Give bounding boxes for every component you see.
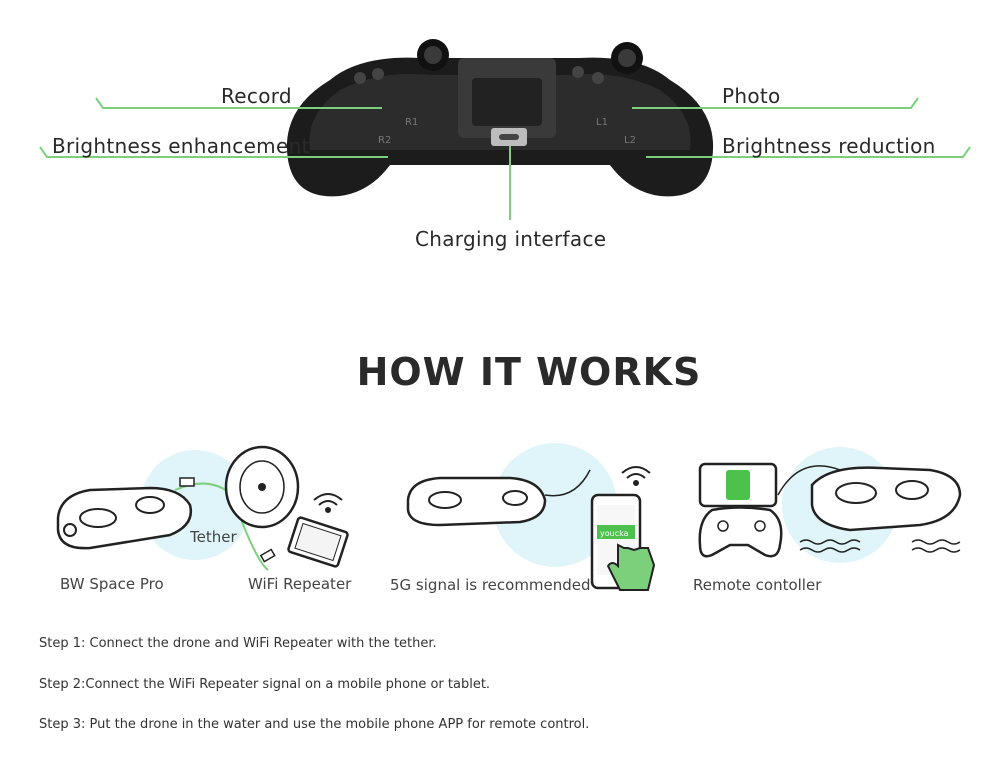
- app-brand-text: youcka: [600, 529, 629, 538]
- l1-mark: L1: [596, 117, 608, 128]
- l2-mark: L2: [624, 135, 636, 146]
- record-label: Record: [221, 84, 292, 108]
- charging-interface-label: Charging interface: [415, 227, 607, 251]
- bw-space-pro-caption: BW Space Pro: [60, 575, 164, 593]
- wifi-icon: [313, 493, 343, 513]
- section-title: HOW IT WORKS: [356, 350, 702, 394]
- tether-caption: Tether: [190, 528, 237, 546]
- r1-mark: R1: [405, 117, 418, 128]
- r2-mark: R2: [378, 135, 391, 146]
- controller-illustration: R1 R2 L1 L2: [39, 39, 971, 220]
- brightness-reduction-label: Brightness reduction: [722, 134, 936, 158]
- panel-3-illustration: [698, 447, 962, 563]
- wifi-repeater-caption: WiFi Repeater: [248, 575, 352, 593]
- callout-lines: [39, 97, 971, 220]
- water-waves: [799, 539, 961, 553]
- panel-2-illustration: youcka: [406, 443, 656, 591]
- step-3: Step 3: Put the drone in the water and u…: [39, 717, 590, 732]
- 5g-signal-caption: 5G signal is recommended: [390, 576, 591, 594]
- panel-1-illustration: [56, 445, 349, 571]
- step-1: Step 1: Connect the drone and WiFi Repea…: [39, 636, 437, 651]
- wifi-icon: [621, 466, 651, 486]
- step-2: Step 2:Connect the WiFi Repeater signal …: [39, 677, 491, 692]
- remote-controller-caption: Remote contoller: [693, 576, 822, 594]
- photo-label: Photo: [722, 84, 781, 108]
- gamepad-controller: R1 R2 L1 L2: [286, 39, 714, 197]
- brightness-enhancement-label: Brightness enhancement: [52, 134, 310, 158]
